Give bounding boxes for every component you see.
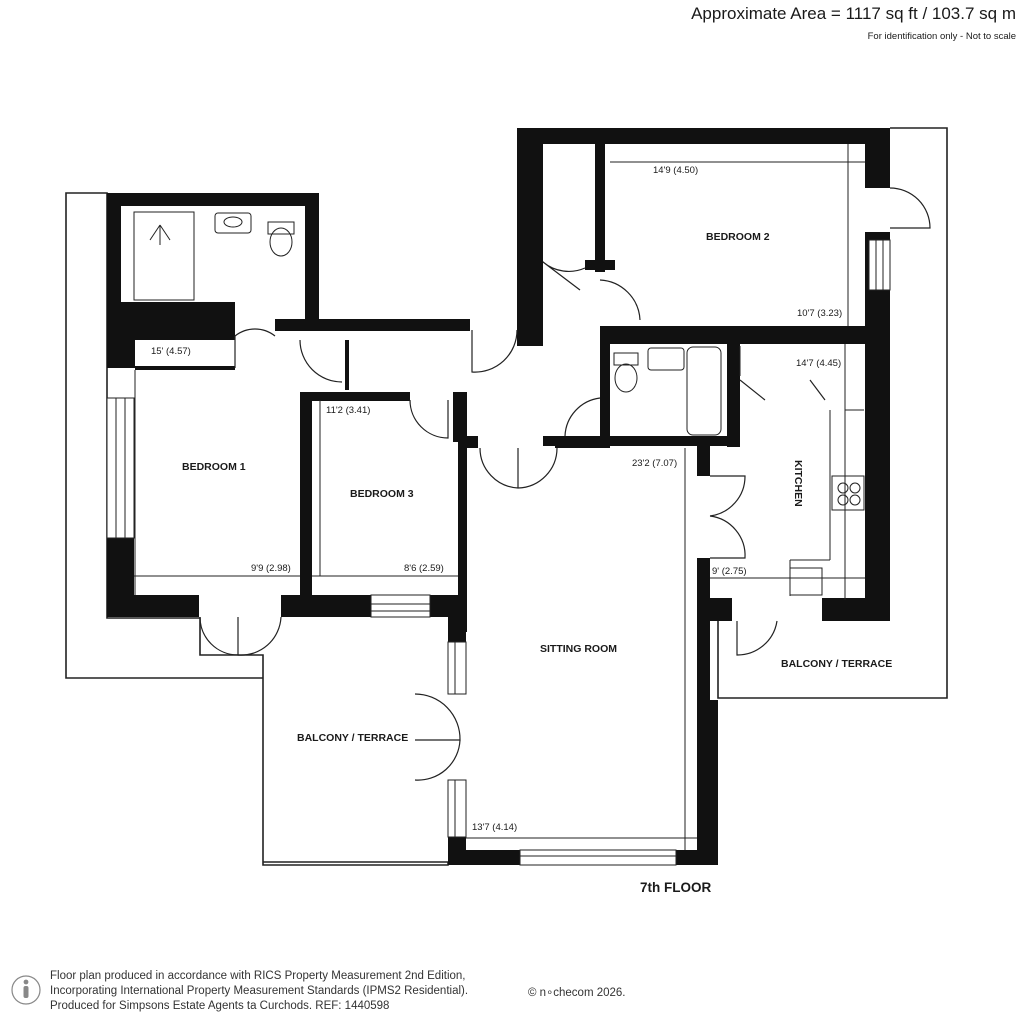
dim-bedroom1-width: 9'9 (2.98) [251,563,291,574]
walls [107,128,890,865]
room-label-balcony-left: BALCONY / TERRACE [297,732,408,744]
room-label-bedroom-1: BEDROOM 1 [182,461,246,473]
dim-kitchen-depth: 14'7 (4.45) [796,358,841,369]
dim-bedroom3-width: 8'6 (2.59) [404,563,444,574]
dim-bedroom3-depth: 11'2 (3.41) [326,405,370,416]
approximate-area: Approximate Area = 1117 sq ft / 103.7 sq… [691,4,1016,23]
dim-bedroom2-width: 14'9 (4.50) [653,165,698,176]
terrace-right-outline [717,127,948,699]
room-label-bedroom-3: BEDROOM 3 [350,488,414,500]
footer-text: Floor plan produced in accordance with R… [50,969,468,1014]
terrace-left-outline [65,192,449,866]
dim-bedroom1-depth: 15' (4.57) [151,346,191,357]
windows [106,239,891,866]
floor-level-label: 7th FLOOR [640,880,711,895]
footer-line-2: Incorporating International Property Mea… [50,985,469,997]
fixtures [133,211,865,596]
dim-bedroom2-depth: 10'7 (3.23) [797,308,842,319]
room-label-kitchen: KITCHEN [792,460,804,507]
room-label-sitting-room: SITTING ROOM [540,643,617,655]
doors [199,187,931,781]
person-logo-icon [11,975,41,1005]
disclaimer-note: For identification only - Not to scale [867,31,1016,42]
dimension-lines [134,144,865,850]
copyright-text: © n∘checom 2026. [528,987,626,999]
footer-line-1: Floor plan produced in accordance with R… [50,970,466,982]
dim-sitting-depth: 23'2 (7.07) [632,458,677,469]
room-label-balcony-right: BALCONY / TERRACE [781,658,892,670]
dim-sitting-width: 13'7 (4.14) [472,822,517,833]
dim-kitchen-width: 9' (2.75) [712,566,747,577]
footer-line-3: Produced for Simpsons Estate Agents ta C… [50,1000,390,1012]
room-label-bedroom-2: BEDROOM 2 [706,231,770,243]
